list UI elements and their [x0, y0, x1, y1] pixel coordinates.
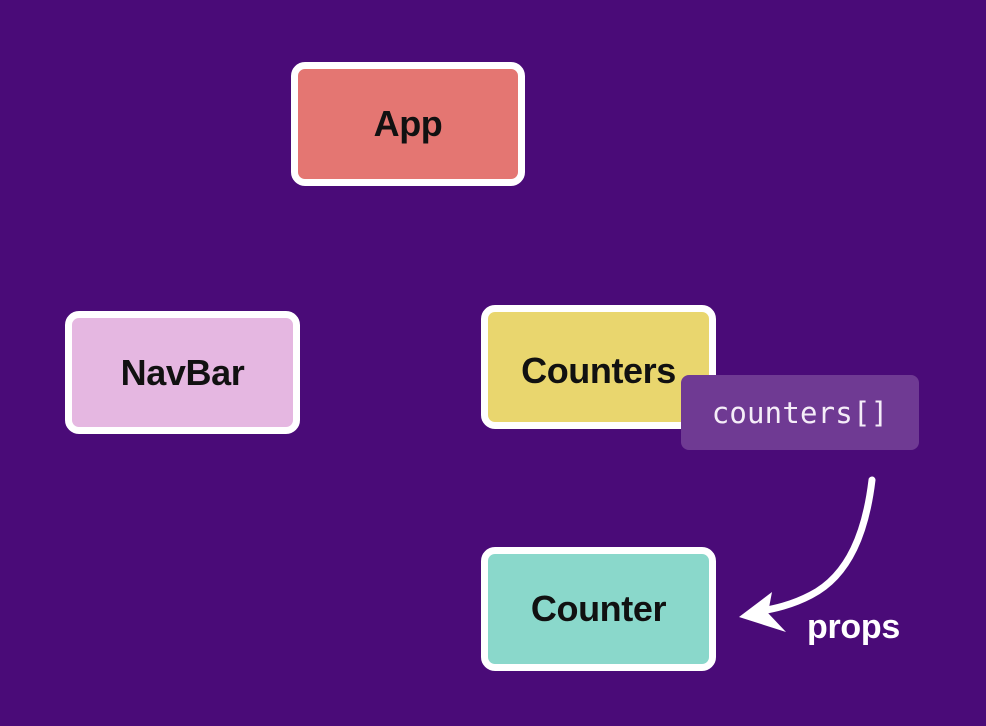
props-label: props — [807, 608, 900, 646]
app-node: App — [291, 62, 525, 186]
props-arrow-line — [752, 476, 876, 616]
counters-node: Counters — [481, 305, 716, 429]
app-node-label: App — [373, 103, 443, 144]
counter-node-label: Counter — [530, 588, 667, 629]
counter-node: Counter — [481, 547, 716, 671]
props-arrowhead-icon — [739, 592, 786, 632]
navbar-node-label: NavBar — [120, 351, 245, 393]
counters-state-label: counters[] — [711, 395, 889, 430]
counters-state-badge: counters[] — [681, 375, 919, 450]
counters-node-label: Counters — [521, 350, 676, 391]
navbar-node: NavBar — [65, 311, 300, 434]
